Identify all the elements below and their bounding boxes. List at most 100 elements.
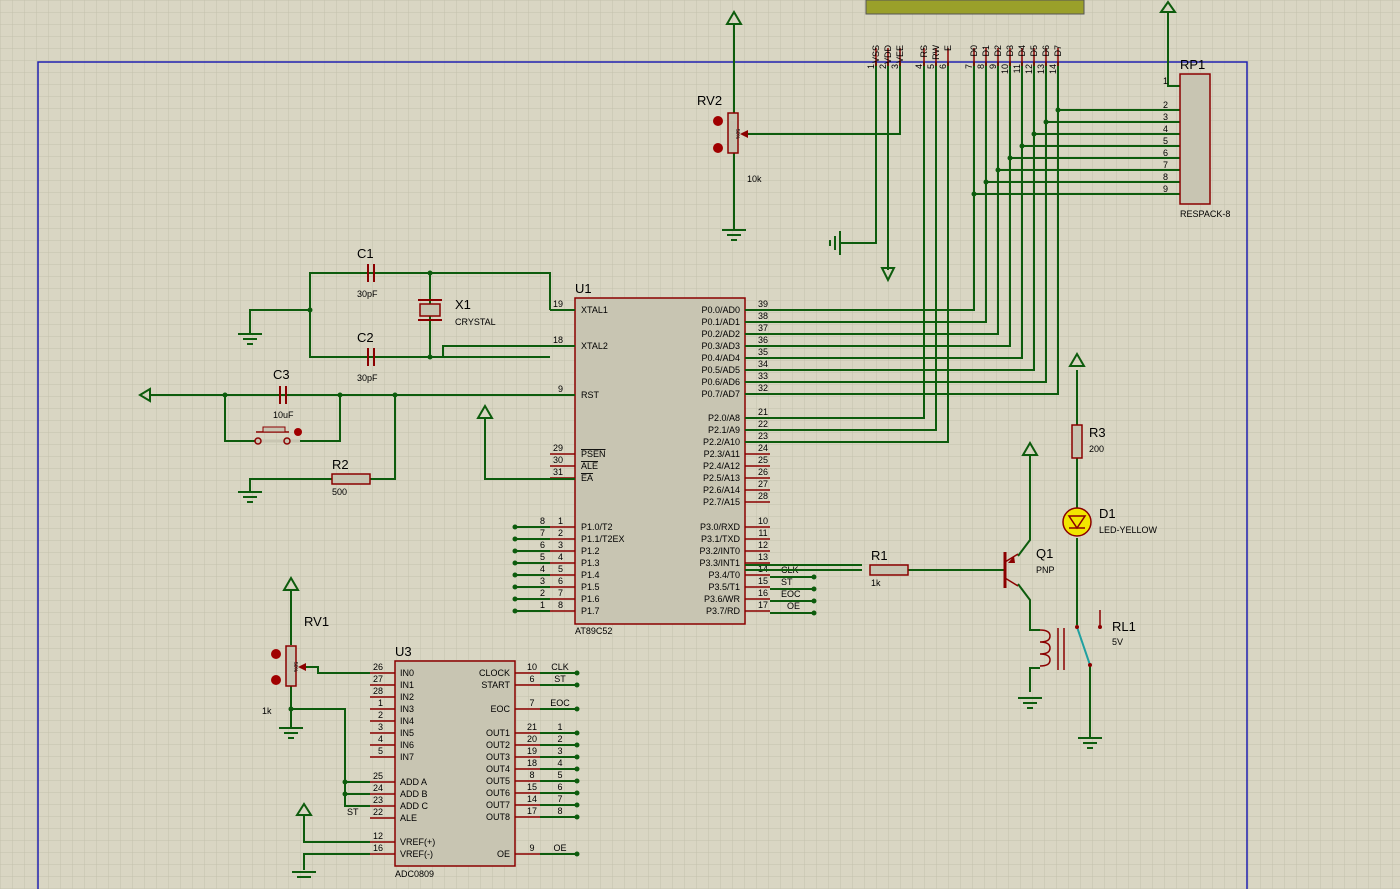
u1-pin-name: P3.2/INT0: [699, 546, 740, 556]
u3-net-label: EOC: [550, 698, 570, 708]
lcd-pin-name: D2: [993, 45, 1003, 57]
u3-net-label: OE: [553, 843, 566, 853]
u3-pin-name: OUT4: [486, 764, 510, 774]
u1-pin-name: P0.3/AD3: [701, 341, 740, 351]
u1-p1-outer-number: 6: [540, 540, 545, 550]
u1-p1-outer-number: 3: [540, 576, 545, 586]
u1-pin-number: 2: [558, 528, 563, 538]
rst-power-arrow-icon: [138, 387, 151, 403]
rv2-potentiometer[interactable]: 50% RV2 10k: [697, 93, 762, 184]
u1-pin-name: PSEN: [581, 449, 606, 459]
u3-pin-name: IN4: [400, 716, 414, 726]
u1-p1-outer-number: 5: [540, 552, 545, 562]
u1-pin-name: P0.0/AD0: [701, 305, 740, 315]
u3-pin-name: IN1: [400, 680, 414, 690]
rp1-pin-number: 9: [1163, 184, 1168, 194]
u3-pin-number: 24: [373, 783, 383, 793]
u3-chip[interactable]: U3 ADC0809 26IN027IN128IN21IN32IN43IN54I…: [347, 644, 570, 879]
rv1-potentiometer[interactable]: 50% RV1 1k: [262, 614, 329, 716]
lcd-pin-name: D3: [1005, 45, 1015, 57]
u3-pin-number: 17: [527, 806, 537, 816]
u3-pin-name: ADD A: [400, 777, 427, 787]
u1-chip[interactable]: U1 AT89C52 19XTAL118XTAL29RST29PSEN30ALE…: [540, 281, 801, 636]
u3-pin-name: OUT6: [486, 788, 510, 798]
u3-pin-name: OUT7: [486, 800, 510, 810]
rv2-ref: RV2: [697, 93, 722, 108]
rp1-value: RESPACK-8: [1180, 209, 1230, 219]
ground-icon: [1018, 697, 1042, 709]
r2-value: 500: [332, 487, 347, 497]
c1-capacitor[interactable]: C1 30pF: [357, 246, 378, 299]
u3-pin-number: 2: [378, 710, 383, 720]
lcd-module[interactable]: [865, 0, 1085, 15]
r3-resistor[interactable]: R3 200: [1071, 424, 1106, 459]
u3-pin-number: 14: [527, 794, 537, 804]
u1-pin-name: P1.0/T2: [581, 522, 613, 532]
r3-power-arrow-icon: [1068, 352, 1086, 367]
q1-ref: Q1: [1036, 546, 1053, 561]
lcd-pin-name: E: [943, 45, 953, 51]
u3-pin-name: IN7: [400, 752, 414, 762]
u1-pin-number: 7: [558, 588, 563, 598]
u3-pin-number: 15: [527, 782, 537, 792]
u1-pin-number: 11: [758, 528, 767, 538]
u3-pin-number: 4: [378, 734, 383, 744]
u1-pin-number: 25: [758, 455, 768, 465]
u3-net-label: ST: [554, 674, 566, 684]
u3-pin-name: IN0: [400, 668, 414, 678]
u1-pin-number: 34: [758, 359, 768, 369]
x1-ref: X1: [455, 297, 471, 312]
u3-net-label: 4: [557, 758, 562, 768]
d1-led[interactable]: D1 LED-YELLOW: [1062, 506, 1158, 537]
u1-pin-number: 12: [758, 540, 768, 550]
lcd-pin-number: 3: [890, 64, 900, 69]
r2-resistor[interactable]: R2 500: [331, 457, 371, 497]
u1-pin-name: ALE: [581, 461, 598, 471]
q1-value: PNP: [1036, 565, 1055, 575]
rv1-value: 1k: [262, 706, 272, 716]
u1-pin-number: 5: [558, 564, 563, 574]
rp1-pin-number: 7: [1163, 160, 1168, 170]
c3-capacitor[interactable]: C3 10uF: [273, 367, 294, 420]
u3-net-label: 1: [557, 722, 562, 732]
u3-pin-name: VREF(+): [400, 837, 435, 847]
u1-pin-number: 17: [758, 600, 768, 610]
rv1-power-arrow-icon: [282, 576, 300, 591]
rp1-pin-number: 3: [1163, 112, 1168, 122]
r1-resistor[interactable]: R1 1k: [869, 548, 909, 588]
rp1-pin-number: 1: [1163, 76, 1168, 86]
u1-pin-name: P2.5/A13: [703, 473, 740, 483]
x1-crystal[interactable]: X1 CRYSTAL: [418, 297, 496, 327]
u1-pin-name: P0.1/AD1: [701, 317, 740, 327]
rl1-relay[interactable]: RL1 5V: [1039, 610, 1136, 670]
ground-icon: [238, 491, 262, 503]
u1-pin-name: P2.3/A11: [704, 449, 740, 459]
lcd-pin-name: D1: [981, 45, 991, 57]
u1-pin-number: 3: [558, 540, 563, 550]
u1-pin-number: 19: [553, 299, 563, 309]
lcd-pin-number: 7: [964, 64, 974, 69]
u3-right-pins: 10CLOCKCLK6STARTST7EOCEOC21OUT1120OUT221…: [479, 662, 570, 859]
c3-ref: C3: [273, 367, 290, 382]
u1-pin-number: 30: [553, 455, 563, 465]
reset-button[interactable]: [254, 426, 302, 445]
q1-transistor[interactable]: Q1 PNP: [1003, 546, 1055, 588]
u3-pin-name: OUT5: [486, 776, 510, 786]
u1-pin-name: P3.1/TXD: [701, 534, 741, 544]
u1-pin-number: 28: [758, 491, 768, 501]
rp1-ref: RP1: [1180, 57, 1205, 72]
u3-pin-name: ADD C: [400, 801, 429, 811]
u1-pin-number: 21: [758, 407, 768, 417]
lcd-pin-number: 11: [1012, 64, 1022, 73]
u1-pin-name: P0.2/AD2: [701, 329, 740, 339]
u1-pin-number: 37: [758, 323, 768, 333]
lcd-pin-number: 6: [938, 64, 948, 69]
u3-pin-name: OUT3: [486, 752, 510, 762]
c2-capacitor[interactable]: C2 30pF: [357, 330, 378, 383]
u1-pin-number: 29: [553, 443, 563, 453]
u1-pin-name: P0.4/AD4: [701, 353, 740, 363]
u3-pin-name: EOC: [490, 704, 510, 714]
lcd-pin-name: VSS: [871, 45, 881, 63]
